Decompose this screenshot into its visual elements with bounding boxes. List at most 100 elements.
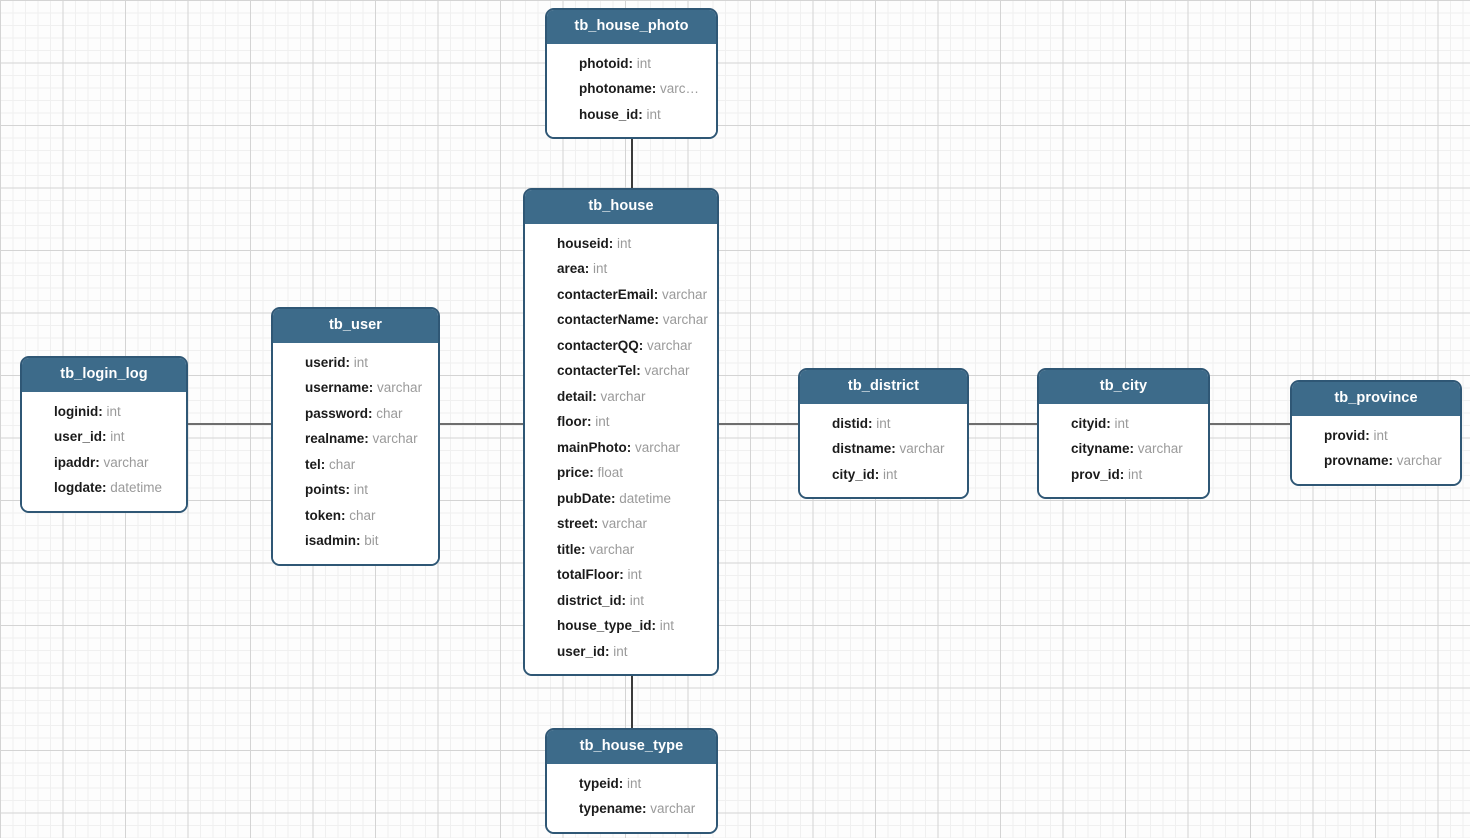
field-row[interactable]: houseid: int bbox=[525, 231, 717, 257]
table-title-tb_district: tb_district bbox=[800, 370, 967, 404]
field-separator: : bbox=[581, 541, 590, 557]
field-row[interactable]: totalFloor: int bbox=[525, 562, 717, 588]
field-type: int bbox=[353, 482, 369, 497]
field-row[interactable]: provname: varchar bbox=[1292, 448, 1460, 474]
field-name: isadmin bbox=[305, 533, 357, 548]
field-name: user_id bbox=[54, 429, 103, 444]
field-type: varchar bbox=[1396, 453, 1442, 468]
connector-house-to-house-type bbox=[631, 665, 633, 728]
connector-district-to-city bbox=[969, 423, 1038, 425]
field-row[interactable]: distid: int bbox=[800, 411, 967, 437]
field-row[interactable]: detail: varchar bbox=[525, 384, 717, 410]
field-name: contacterName bbox=[557, 312, 655, 327]
field-row[interactable]: photoname: varc… bbox=[547, 76, 716, 102]
field-type: varchar bbox=[602, 516, 648, 531]
field-row[interactable]: title: varchar bbox=[525, 537, 717, 563]
field-name: username bbox=[305, 380, 369, 395]
field-type: int bbox=[627, 775, 642, 791]
field-name: userid bbox=[305, 354, 346, 370]
field-row[interactable]: typeid: int bbox=[547, 771, 716, 797]
field-row[interactable]: area: int bbox=[525, 256, 717, 282]
field-row[interactable]: logdate: datetime bbox=[22, 475, 186, 501]
field-row[interactable]: city_id: int bbox=[800, 462, 967, 488]
field-separator: : bbox=[1129, 441, 1138, 456]
field-row[interactable]: userid: int bbox=[273, 350, 438, 376]
field-separator: : bbox=[587, 414, 596, 429]
field-row[interactable]: cityid: int bbox=[1039, 411, 1208, 437]
field-row[interactable]: cityname: varchar bbox=[1039, 436, 1208, 462]
field-row[interactable]: tel: char bbox=[273, 452, 438, 478]
field-type: int bbox=[593, 261, 608, 276]
field-row[interactable]: price: float bbox=[525, 460, 717, 486]
field-separator: : bbox=[589, 465, 598, 480]
field-row[interactable]: house_type_id: int bbox=[525, 613, 717, 639]
field-type: int bbox=[613, 643, 628, 659]
field-row[interactable]: user_id: int bbox=[525, 639, 717, 665]
field-row[interactable]: realname: varchar bbox=[273, 426, 438, 452]
field-row[interactable]: pubDate: datetime bbox=[525, 486, 717, 512]
field-row[interactable]: provid: int bbox=[1292, 423, 1460, 449]
field-type: varchar bbox=[103, 454, 149, 470]
field-row[interactable]: password: char bbox=[273, 401, 438, 427]
field-name: tel bbox=[305, 456, 321, 472]
field-row[interactable]: ipaddr: varchar bbox=[22, 450, 186, 476]
field-type: float bbox=[597, 465, 624, 480]
field-separator: : bbox=[368, 380, 378, 395]
field-row[interactable]: distname: varchar bbox=[800, 436, 967, 462]
field-separator: : bbox=[605, 643, 614, 659]
field-name: logdate bbox=[54, 480, 103, 495]
field-row[interactable]: user_id: int bbox=[22, 424, 186, 450]
field-type: int bbox=[617, 235, 632, 251]
field-row[interactable]: typename: varchar bbox=[547, 796, 716, 822]
field-row[interactable]: points: int bbox=[273, 477, 438, 503]
table-title-tb_city: tb_city bbox=[1039, 370, 1208, 404]
field-row[interactable]: contacterTel: varchar bbox=[525, 358, 717, 384]
field-separator: : bbox=[621, 592, 630, 608]
field-separator: : bbox=[651, 618, 660, 633]
field-row[interactable]: contacterQQ: varchar bbox=[525, 333, 717, 359]
field-row[interactable]: contacterEmail: varchar bbox=[525, 282, 717, 308]
field-row[interactable]: prov_id: int bbox=[1039, 462, 1208, 488]
field-row[interactable]: username: varchar bbox=[273, 375, 438, 401]
field-row[interactable]: token: char bbox=[273, 503, 438, 529]
field-row[interactable]: street: varchar bbox=[525, 511, 717, 537]
field-row[interactable]: floor: int bbox=[525, 409, 717, 435]
field-separator: : bbox=[638, 337, 648, 353]
field-row[interactable]: loginid: int bbox=[22, 399, 186, 425]
table-title-tb_login_log: tb_login_log bbox=[22, 358, 186, 392]
table-title-tb_house: tb_house bbox=[525, 190, 717, 224]
field-row[interactable]: isadmin: bit bbox=[273, 528, 438, 554]
field-row[interactable]: district_id: int bbox=[525, 588, 717, 614]
field-name: points bbox=[305, 482, 346, 497]
field-row[interactable]: contacterName: varchar bbox=[525, 307, 717, 333]
table-title-tb_user: tb_user bbox=[273, 309, 438, 343]
field-row[interactable]: photoid: int bbox=[547, 51, 716, 77]
field-name: floor bbox=[557, 414, 587, 429]
field-row[interactable]: mainPhoto: varchar bbox=[525, 435, 717, 461]
field-separator: : bbox=[608, 235, 618, 251]
field-type: char bbox=[349, 507, 376, 523]
field-separator: : bbox=[618, 775, 628, 791]
field-type: varchar bbox=[372, 431, 418, 446]
field-name: typename bbox=[579, 801, 643, 816]
field-row[interactable]: house_id: int bbox=[547, 102, 716, 128]
field-separator: : bbox=[592, 388, 601, 404]
field-type: varchar bbox=[600, 388, 646, 404]
connector-house-to-district bbox=[719, 423, 799, 425]
field-type: bit bbox=[364, 533, 379, 548]
field-name: cityid bbox=[1071, 415, 1107, 431]
field-separator: : bbox=[364, 431, 373, 446]
field-type: varchar bbox=[377, 380, 423, 395]
